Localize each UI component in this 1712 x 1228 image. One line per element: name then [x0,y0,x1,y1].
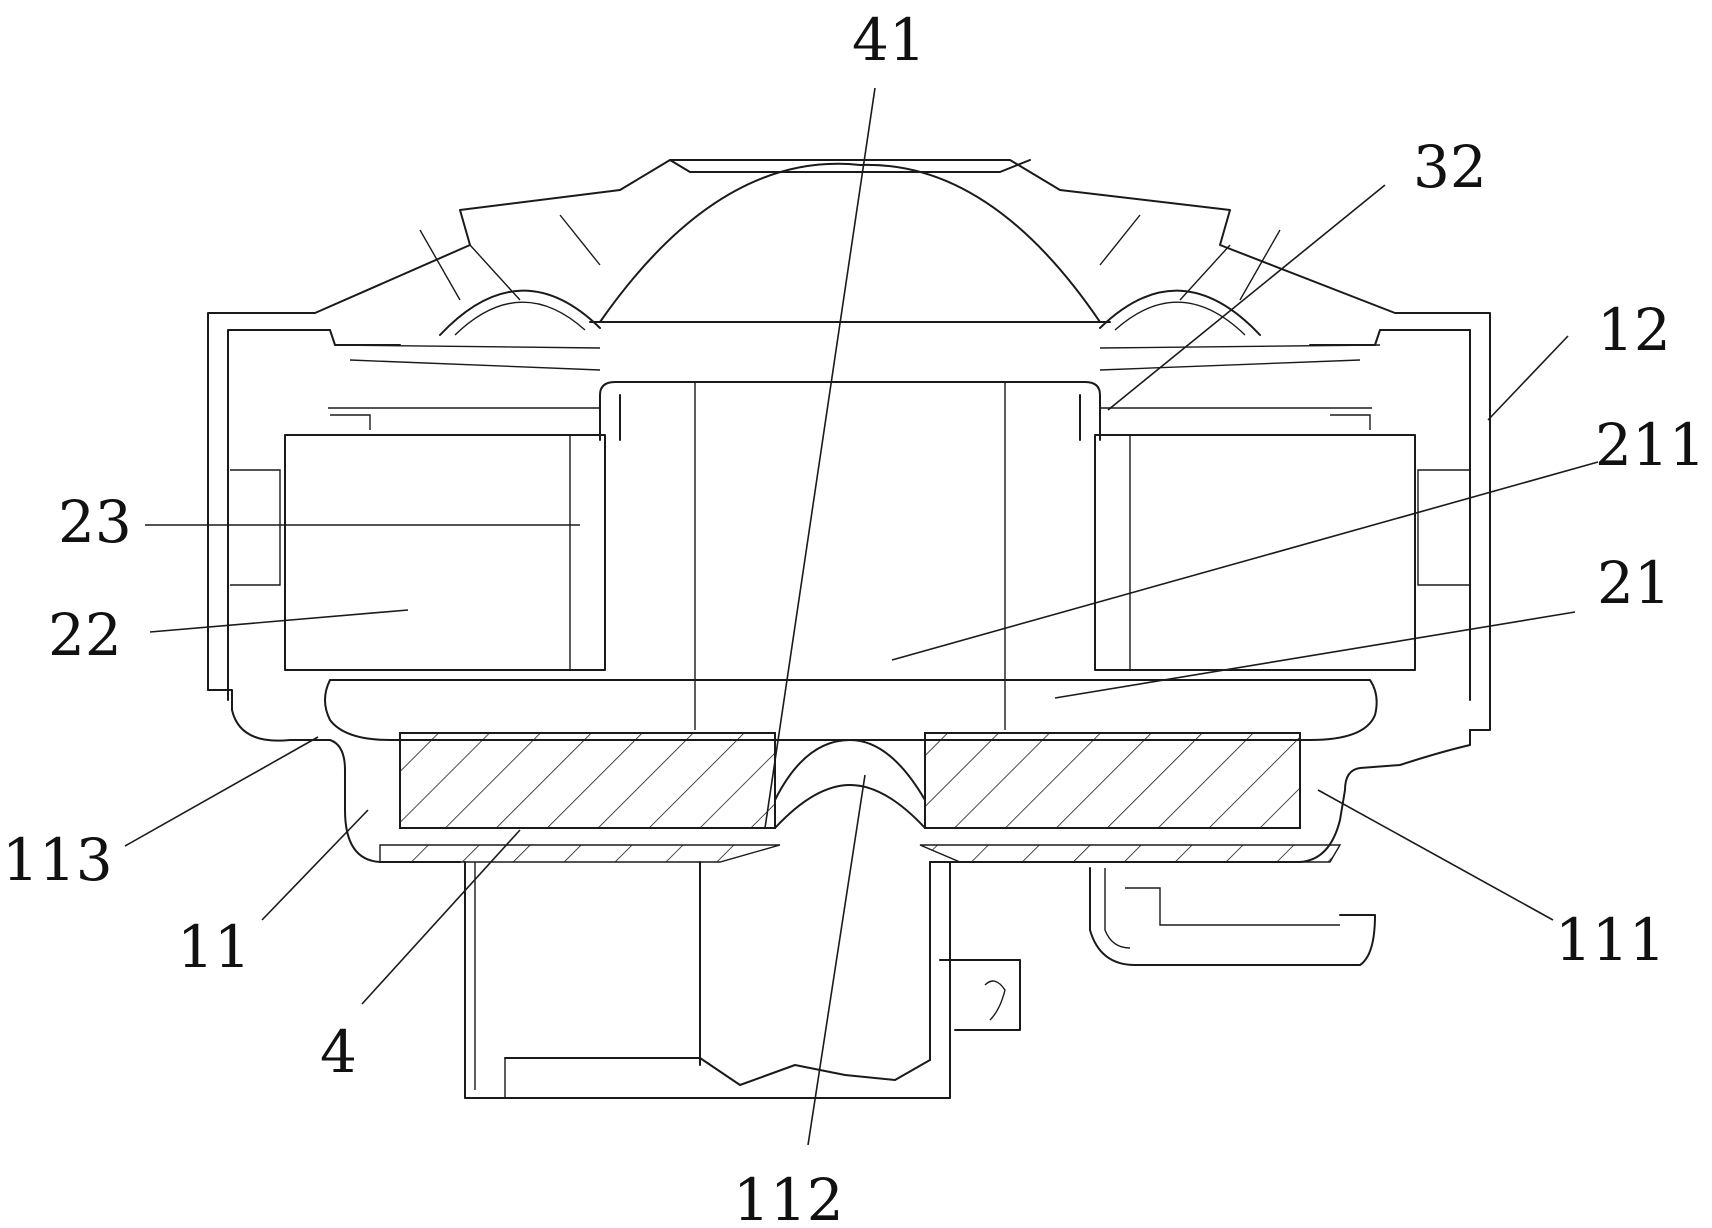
stator-core [599,381,1101,730]
lower-shell-outline [207,159,1491,863]
leader-11 [261,809,369,921]
leader-12 [1487,335,1569,421]
ref-label-32: 32 [1413,133,1487,201]
leader-lines [124,87,1599,1146]
leader-21 [1054,611,1576,699]
ref-label-112: 112 [733,1166,844,1228]
ref-label-11: 11 [177,913,251,981]
leader-111 [1317,789,1554,921]
upper-cover [334,159,1381,371]
ref-label-41: 41 [852,6,926,74]
ref-label-23: 23 [58,488,132,556]
ref-label-111: 111 [1555,906,1666,974]
ref-label-4: 4 [320,1018,357,1086]
ref-label-113: 113 [2,826,113,894]
hatched-component [379,732,1342,863]
leader-22 [149,609,409,633]
leader-4 [361,829,521,1005]
leader-41 [764,87,876,829]
side-plug [1089,867,1376,966]
leader-113 [124,736,319,847]
magnet-right [1094,407,1416,671]
lower-connector [464,861,1021,1099]
magnet-left [284,407,606,671]
ref-label-21: 21 [1597,549,1671,617]
leader-112 [807,774,866,1146]
leader-211 [891,461,1599,661]
ref-label-211: 211 [1595,411,1706,479]
ref-label-22: 22 [48,601,122,669]
reference-numerals: 41 32 12 211 23 22 21 113 11 4 111 112 [2,6,1706,1228]
base-plate [324,679,1378,741]
leader-32 [1107,184,1386,411]
ref-label-12: 12 [1597,296,1671,364]
